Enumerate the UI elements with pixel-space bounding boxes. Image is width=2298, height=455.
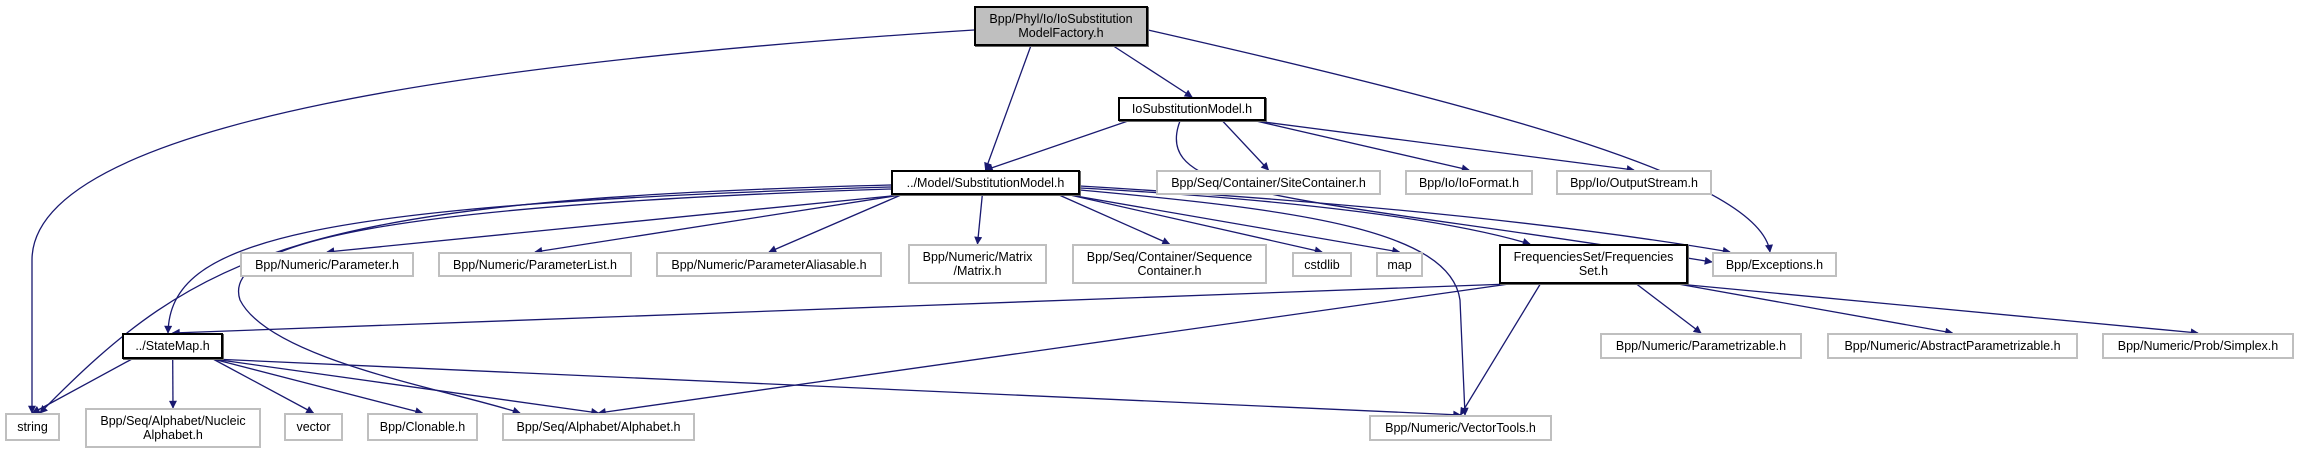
- node-label: IoSubstitutionModel.h: [1131, 102, 1253, 116]
- node-label: string: [17, 420, 48, 434]
- edge-freqset-to-absparam: [1677, 283, 1954, 336]
- edge-submodel-to-alphabet: [237, 188, 892, 415]
- node-label: ../StateMap.h: [135, 339, 210, 353]
- edge-submodel-to-cstdlib: [1069, 194, 1323, 255]
- node-label: Set.h: [1578, 264, 1609, 278]
- node-label: /Matrix.h: [953, 264, 1002, 278]
- edge-freqset-to-statemap: [171, 283, 1510, 337]
- node-label: cstdlib: [1304, 257, 1340, 272]
- node-sitecont: Bpp/Seq/Container/SiteContainer.h: [1156, 170, 1381, 195]
- edge-statemap-to-vectortools: [212, 358, 1462, 419]
- edge-freqset-to-alphabet: [597, 283, 1510, 416]
- edge-statemap-to-vector: [212, 358, 315, 414]
- edge-submodel-to-matrix: [974, 194, 983, 245]
- node-outstream: Bpp/Io/OutputStream.h: [1556, 170, 1712, 195]
- edge-submodel-to-vectortools: [1079, 189, 1469, 416]
- node-label: Bpp/Io/IoFormat.h: [1418, 175, 1520, 190]
- node-label: vector: [296, 420, 331, 434]
- node-simplex: Bpp/Numeric/Prob/Simplex.h: [2102, 333, 2294, 359]
- edge-submodel-to-string: [39, 184, 892, 414]
- node-iosub[interactable]: IoSubstitutionModel.h: [1118, 97, 1266, 121]
- node-vector: vector: [284, 413, 343, 441]
- node-label: Bpp/Numeric/Parameter.h: [255, 257, 399, 272]
- node-label: Bpp/Seq/Alphabet/Alphabet.h: [516, 420, 681, 434]
- node-cstdlib: cstdlib: [1292, 252, 1352, 277]
- node-label: Bpp/Numeric/Prob/Simplex.h: [2117, 339, 2279, 353]
- node-label: Bpp/Seq/Container/Sequence: [1086, 250, 1253, 264]
- node-label: ModelFactory.h: [1018, 26, 1104, 40]
- edge-freqset-to-vectortools: [1459, 283, 1541, 416]
- node-label: ../Model/SubstitutionModel.h: [906, 175, 1065, 190]
- node-label: Bpp/Numeric/ParameterAliasable.h: [671, 257, 867, 272]
- node-exceptions: Bpp/Exceptions.h: [1712, 252, 1837, 277]
- node-map: map: [1376, 252, 1423, 277]
- node-parametrizable: Bpp/Numeric/Parametrizable.h: [1600, 333, 1802, 359]
- edge-statemap-to-clonable: [212, 358, 424, 416]
- node-param: Bpp/Numeric/Parameter.h: [240, 252, 414, 277]
- node-label: Bpp/Exceptions.h: [1725, 257, 1824, 272]
- node-statemap[interactable]: ../StateMap.h: [122, 333, 223, 359]
- node-label: Bpp/Numeric/Matrix: [922, 250, 1033, 264]
- node-paramlist: Bpp/Numeric/ParameterList.h: [438, 252, 632, 277]
- edge-freqset-to-parametrizable: [1636, 283, 1702, 334]
- edge-iosub-to-sitecont: [1222, 120, 1270, 171]
- node-label: Bpp/Clonable.h: [379, 420, 466, 434]
- edge-submodel-to-map: [1069, 194, 1401, 255]
- edge-iosub-to-submodel: [984, 120, 1129, 172]
- node-label: Bpp/Numeric/ParameterList.h: [453, 257, 617, 272]
- node-label: map: [1387, 257, 1412, 272]
- node-label: Bpp/Seq/Alphabet/Nucleic: [100, 414, 246, 428]
- edge-root-to-iosub: [1113, 45, 1193, 98]
- edge-submodel-to-param: [326, 194, 902, 256]
- node-label: Bpp/Numeric/VectorTools.h: [1385, 421, 1536, 435]
- node-label: Bpp/Seq/Container/SiteContainer.h: [1171, 175, 1366, 190]
- node-submodel[interactable]: ../Model/SubstitutionModel.h: [891, 170, 1080, 195]
- node-label: Bpp/Numeric/Parametrizable.h: [1615, 339, 1787, 353]
- edge-statemap-to-alphabet: [212, 358, 600, 416]
- edge-submodel-to-paramlist: [534, 194, 902, 255]
- node-matrix: Bpp/Numeric/Matrix/Matrix.h: [908, 244, 1047, 284]
- node-string: string: [5, 413, 60, 441]
- node-label: Bpp/Numeric/AbstractParametrizable.h: [1844, 339, 2061, 353]
- edge-submodel-to-statemap: [164, 186, 892, 334]
- edge-root-to-string: [28, 29, 975, 414]
- edge-iosub-to-ioformat: [1255, 120, 1470, 173]
- edge-statemap-to-string: [31, 358, 133, 414]
- node-absparam: Bpp/Numeric/AbstractParametrizable.h: [1827, 333, 2078, 359]
- node-vectortools: Bpp/Numeric/VectorTools.h: [1369, 415, 1552, 441]
- node-label: Container.h: [1137, 264, 1202, 278]
- node-ioformat: Bpp/Io/IoFormat.h: [1405, 170, 1533, 195]
- edge-root-to-exceptions: [1147, 29, 1773, 253]
- node-alphabet: Bpp/Seq/Alphabet/Alphabet.h: [502, 413, 695, 441]
- edge-iosub-to-exceptions: [1175, 120, 1713, 265]
- node-label: Bpp/Io/OutputStream.h: [1570, 175, 1698, 190]
- node-clonable: Bpp/Clonable.h: [367, 413, 478, 441]
- edge-freqset-to-simplex: [1677, 283, 2199, 337]
- edge-root-to-submodel: [984, 45, 1032, 171]
- node-paramalias: Bpp/Numeric/ParameterAliasable.h: [656, 252, 882, 277]
- edge-iosub-to-outstream: [1255, 120, 1635, 174]
- node-label: Bpp/Phyl/Io/IoSubstitution: [989, 12, 1133, 26]
- node-label: FrequenciesSet/Frequencies: [1513, 250, 1674, 264]
- edge-submodel-to-paramalias: [768, 194, 902, 253]
- edge-submodel-to-seqcont: [1058, 194, 1171, 245]
- node-label: Alphabet.h: [143, 428, 203, 442]
